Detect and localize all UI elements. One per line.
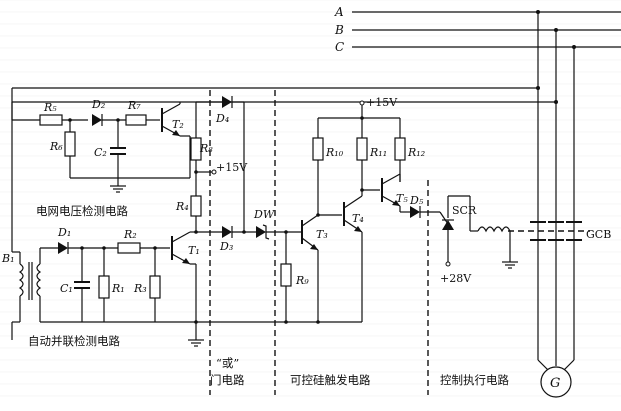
resistor-r2 [117, 242, 141, 254]
or-gate-label-line2: 门电路 [210, 373, 245, 387]
phase-a-label: A [334, 5, 344, 19]
phase-b-label: B [334, 23, 344, 37]
d3-label: D₃ [219, 240, 233, 253]
scr-symbol [442, 220, 454, 230]
r2-label: R₂ [123, 228, 137, 241]
resistor-r5 [39, 114, 63, 126]
diode-d5 [410, 206, 420, 218]
resistor-r1 [98, 275, 110, 299]
r8-label: R₈ [199, 142, 213, 155]
r10-label: R₁₀ [325, 146, 344, 159]
dw-label: DW [253, 208, 276, 221]
plus15v-top-label: +15V [366, 96, 398, 109]
d4-label: D₄ [215, 112, 229, 125]
diode-d4 [222, 96, 232, 108]
scr-label: SCR [452, 204, 477, 217]
resistor-r4 [190, 195, 202, 217]
resistor-r3 [149, 275, 161, 299]
resistor-r11 [356, 137, 368, 161]
generator-circle [540, 366, 572, 398]
generator-symbol: G [537, 359, 575, 398]
diode-d2 [92, 114, 102, 126]
resistor-r12 [394, 137, 406, 161]
auto-parallel-circuit-label: 自动并联检测电路 [28, 334, 120, 348]
control-exec-circuit: SCR +28V 控制执行电路 [439, 195, 518, 387]
generator-label: G [550, 376, 560, 391]
r3-label: R₃ [133, 282, 147, 295]
zener-dw [256, 226, 266, 238]
or-gate-label-line1: “或” [216, 356, 239, 370]
resistor-r6 [64, 131, 76, 157]
b1-label: B₁ [1, 252, 15, 265]
or-gate-circuit: D₃ DW “或” 门电路 [194, 208, 300, 387]
phase-c-label: C [335, 40, 344, 54]
t4-label: T₄ [352, 212, 364, 225]
diode-d1 [58, 242, 68, 254]
plus28v-label: +28V [440, 272, 472, 285]
r6-label: R₆ [49, 140, 63, 153]
c1-label: C₁ [60, 282, 73, 295]
grid-voltage-detect-circuit: R₅ R₆ D₂ R₇ C₂ T₂ [11, 88, 248, 232]
control-exec-circuit-label: 控制执行电路 [440, 373, 509, 387]
r12-label: R₁₂ [407, 146, 425, 159]
gcb-breaker: GCB [508, 221, 611, 241]
three-phase-bus: A B C [12, 5, 621, 360]
resistor-r7 [125, 114, 147, 126]
t1-label: T₁ [188, 244, 200, 257]
plus15v-mid-label: +15V [216, 161, 248, 174]
c2-label: C₂ [94, 146, 107, 159]
t3-label: T₃ [316, 228, 328, 241]
d5-label: D₅ [409, 194, 424, 207]
diode-d3 [222, 226, 232, 238]
d2-label: D₂ [91, 98, 105, 111]
r11-label: R₁₁ [369, 146, 387, 159]
resistor-r10 [312, 137, 324, 161]
r7-label: R₇ [127, 99, 141, 112]
resistor-r9 [280, 263, 292, 287]
auto-parallel-detect-circuit: B₁ D₁ R₂ C₁ R₁ R₃ [1, 102, 204, 348]
r4-label: R₄ [175, 200, 189, 213]
scr-trigger-circuit-label: 可控硅触发电路 [290, 373, 371, 387]
d1-label: D₁ [57, 226, 71, 239]
r5-label: R₅ [43, 101, 57, 114]
transformer-b1-primary [18, 263, 24, 297]
r9-label: R₉ [295, 274, 309, 287]
t5-label: T₅ [396, 192, 408, 205]
t2-label: T₂ [172, 118, 184, 131]
grid-voltage-circuit-label: 电网电压检测电路 [36, 204, 128, 218]
r1-label: R₁ [111, 282, 125, 295]
gcb-coil [477, 226, 511, 233]
gcb-label: GCB [586, 228, 611, 241]
transformer-b1-secondary [36, 263, 42, 297]
section-separators [209, 90, 429, 395]
scr-trigger-circuit: +15V R₁₀ R₁₁ R₁₂ T₃ R₉ [196, 96, 440, 387]
